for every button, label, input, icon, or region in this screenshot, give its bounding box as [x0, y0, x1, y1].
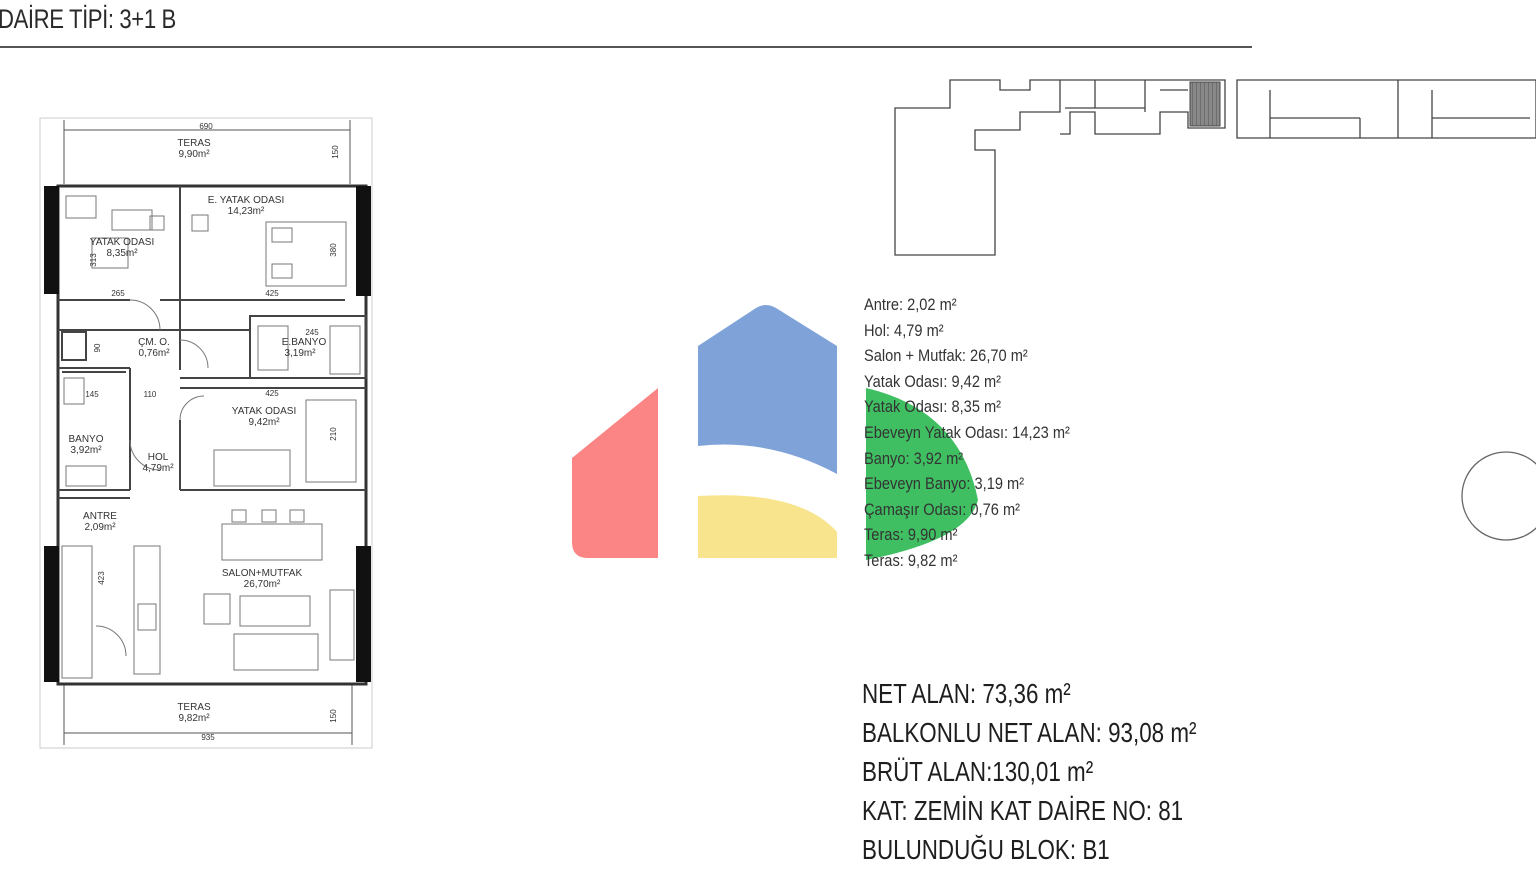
dim-top-width: 690 — [199, 122, 213, 131]
parent-bath-area: 3,19m² — [284, 348, 316, 359]
area-item: Teras: 9,82 m² — [864, 550, 958, 570]
laundry-name: ÇM. O. — [138, 337, 170, 348]
logo-yellow-shape — [698, 495, 837, 558]
area-item: Yatak Odası: 8,35 m² — [864, 397, 1002, 417]
area-item: Ebeveyn Yatak Odası: 14,23 m² — [864, 422, 1070, 442]
dim-side-a: 150 — [331, 145, 340, 159]
area-item: Hol: 4,79 m² — [864, 320, 944, 340]
laundry-area: 0,76m² — [138, 348, 170, 359]
parent-bedroom-area: 14,23m² — [228, 206, 265, 217]
bedroom1-name: YATAK ODASI — [90, 237, 154, 248]
hall-name: HOL — [148, 452, 169, 463]
dim-side-d: 90 — [93, 343, 102, 352]
area-totals: NET ALAN: 73,36 m² BALKONLU NET ALAN: 93… — [862, 674, 1280, 869]
bedroom1-area: 8,35m² — [106, 248, 138, 259]
living-area: 26,70m² — [244, 579, 281, 590]
outer-walls — [56, 184, 368, 686]
logo-green-shape — [866, 388, 978, 560]
logo-blue-shape — [698, 305, 837, 474]
dim-parent-bath-width: 245 — [305, 328, 319, 337]
door-swings — [95, 299, 209, 657]
area-item: Antre: 2,02 m² — [864, 295, 957, 314]
block: BULUNDUĞU BLOK: B1 — [862, 834, 1110, 865]
dim-hall-width: 110 — [144, 390, 157, 399]
net-area: NET ALAN: 73,36 m² — [862, 678, 1071, 709]
bedroom2-area: 9,42m² — [248, 417, 280, 428]
dim-parent-bedroom-width: 425 — [265, 289, 279, 298]
area-item: Salon + Mutfak: 26,70 m² — [864, 346, 1028, 366]
living-name: SALON+MUTFAK — [222, 568, 303, 579]
furniture — [61, 195, 361, 679]
key-plan — [894, 79, 1536, 256]
dim-side-f: 423 — [97, 571, 106, 585]
page-title: DAİRE TİPİ: 3+1 B — [0, 4, 176, 34]
dimension-labels: 690 935 265 425 425 145 110 245 150 380 … — [85, 122, 340, 742]
area-item: Ebeveyn Banyo: 3,19 m² — [864, 474, 1025, 494]
dim-bedroom1-width: 265 — [111, 289, 125, 298]
area-item: Teras: 9,90 m² — [864, 525, 958, 545]
gross-area: BRÜT ALAN:130,01 m² — [862, 756, 1094, 787]
dim-bedroom2-width: 425 — [265, 389, 279, 398]
dim-bottom-width: 935 — [201, 733, 215, 742]
north-arrow-circle — [1461, 451, 1536, 541]
dim-side-g: 150 — [329, 709, 338, 723]
area-item: Çamaşır Odası: 0,76 m² — [864, 499, 1020, 519]
dim-side-e: 210 — [329, 427, 338, 441]
entry-name: ANTRE — [83, 511, 117, 522]
floor-and-unit: KAT: ZEMİN KAT DAİRE NO: 81 — [862, 795, 1184, 826]
parent-bath-name: E.BANYO — [282, 337, 327, 348]
terrace-bottom-name: TERAS — [177, 702, 211, 713]
balcony-net-area: BALKONLU NET ALAN: 93,08 m² — [862, 717, 1197, 748]
area-item: Yatak Odası: 9,42 m² — [864, 371, 1002, 391]
terrace-top-name: TERAS — [177, 138, 211, 149]
bath-area: 3,92m² — [70, 445, 102, 456]
dim-side-c: 313 — [89, 253, 98, 267]
bath-name: BANYO — [68, 434, 103, 445]
logo-red-shape — [572, 388, 658, 558]
terrace-top-area: 9,90m² — [178, 149, 210, 160]
parent-bedroom-name: E. YATAK ODASI — [208, 195, 285, 206]
apartment-highlight — [1189, 81, 1221, 127]
room-area-list: Antre: 2,02 m² Hol: 4,79 m² Salon + Mutf… — [864, 292, 1103, 574]
title-divider — [0, 46, 1252, 48]
bedroom2-name: YATAK ODASI — [232, 406, 296, 417]
area-item: Banyo: 3,92 m² — [864, 448, 964, 468]
plan-boundary — [39, 117, 373, 749]
structural-columns — [44, 186, 371, 682]
interior-walls — [58, 186, 367, 499]
dim-side-b: 380 — [329, 243, 338, 257]
dim-bath-width: 145 — [85, 390, 99, 399]
room-labels: TERAS 9,90m² E. YATAK ODASI 14,23m² YATA… — [68, 138, 326, 724]
entry-area: 2,09m² — [84, 522, 116, 533]
hall-area: 4,79m² — [142, 463, 174, 474]
terrace-bottom-area: 9,82m² — [178, 713, 210, 724]
